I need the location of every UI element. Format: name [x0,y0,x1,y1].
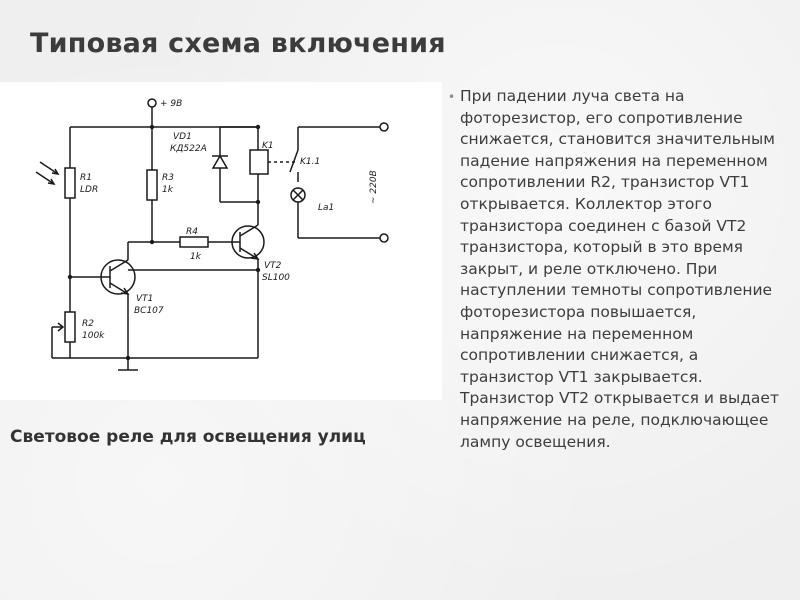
label-vt1: VT1 [136,294,153,304]
label-lamp: La1 [318,203,334,213]
bullet-marker: • [448,90,456,104]
diode-vd1 [211,154,229,169]
potentiometer-r2 [64,311,76,343]
label-r4-value: 1k [190,252,202,262]
label-supply: + 9B [160,99,182,109]
label-vd1-part: КД522А [170,144,207,154]
mains-terminal-top [379,122,389,132]
label-vt2-part: SL100 [262,273,290,283]
bullet-text: При падении луча света на фоторезистор, … [460,87,779,451]
label-vd1: VD1 [173,132,192,142]
label-r4: R4 [186,227,198,237]
resistor-r1 [64,167,76,199]
resistor-r4 [179,236,209,248]
label-mains: ~ 220В [369,170,379,204]
label-r1: R1 [80,173,92,183]
label-r2-value: 100k [82,331,105,341]
label-r3: R3 [162,173,174,183]
mains-terminal-bottom [379,233,389,243]
label-k1-1: K1.1 [300,157,320,167]
label-r1-part: LDR [80,185,98,195]
slide-title: Типовая схема включения [30,28,446,59]
label-r2: R2 [82,319,94,329]
bullet-list: • При падении луча света на фоторезистор… [448,86,793,453]
label-vt1-part: BC107 [134,306,164,316]
label-vt2: VT2 [264,261,282,271]
resistor-r3 [146,169,158,201]
relay-coil [249,149,269,175]
diagram-caption: Световое реле для освещения улиц [10,427,366,447]
circuit-diagram: + 9B VD1 КД522А K1 K1.1 La1 ~ 220В R1 LD… [0,82,442,400]
label-k1: K1 [262,141,274,151]
label-r3-value: 1k [162,185,174,195]
supply-terminal [147,98,157,108]
